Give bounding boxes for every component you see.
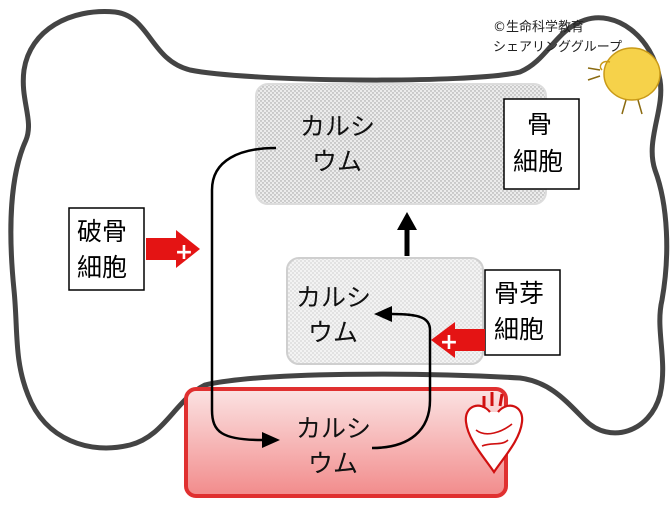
osteoblast-stimulus-arrow (431, 322, 485, 358)
osteoclast-line2: 細胞 (77, 253, 127, 282)
bone-calcium-box (255, 83, 547, 205)
chick-icon (587, 47, 661, 115)
osteoclast-label-box (68, 207, 145, 291)
osteoclast-plus-sign: + (175, 240, 193, 265)
osteocyte-label-box (503, 98, 580, 190)
osteoblast-line2: 細胞 (494, 315, 544, 344)
osteocyte-line1: 骨 (527, 110, 552, 139)
top-calcium-line2: ウム (312, 147, 362, 176)
osteoblast-label-box (484, 269, 561, 356)
blood-calcium-line1: カルシ (296, 414, 371, 443)
credit-line1: ©生命科学教育 (493, 19, 584, 35)
osteoclast-stimulus-arrow (146, 230, 200, 268)
resorption-flow-arrow (210, 146, 277, 442)
deposit-up-arrow (397, 212, 417, 256)
middle-calcium-line2: ウム (308, 318, 358, 347)
osteoblast-line1: 骨芽 (494, 279, 544, 308)
deposition-flow-arrow (371, 312, 432, 450)
heart-icon (464, 392, 524, 474)
resorption-flow-arrowhead (262, 432, 280, 448)
osteocyte-line2: 細胞 (513, 147, 563, 176)
credit-line2: シェアリンググループ (493, 40, 622, 55)
deposition-flow-arrowhead (374, 306, 392, 322)
osteoblast-plus-sign: + (440, 330, 458, 355)
middle-calcium-line1: カルシ (296, 283, 371, 312)
blood-calcium-line2: ウム (308, 449, 358, 478)
top-calcium-line1: カルシ (300, 112, 375, 141)
osteoclast-line1: 破骨 (77, 217, 127, 246)
